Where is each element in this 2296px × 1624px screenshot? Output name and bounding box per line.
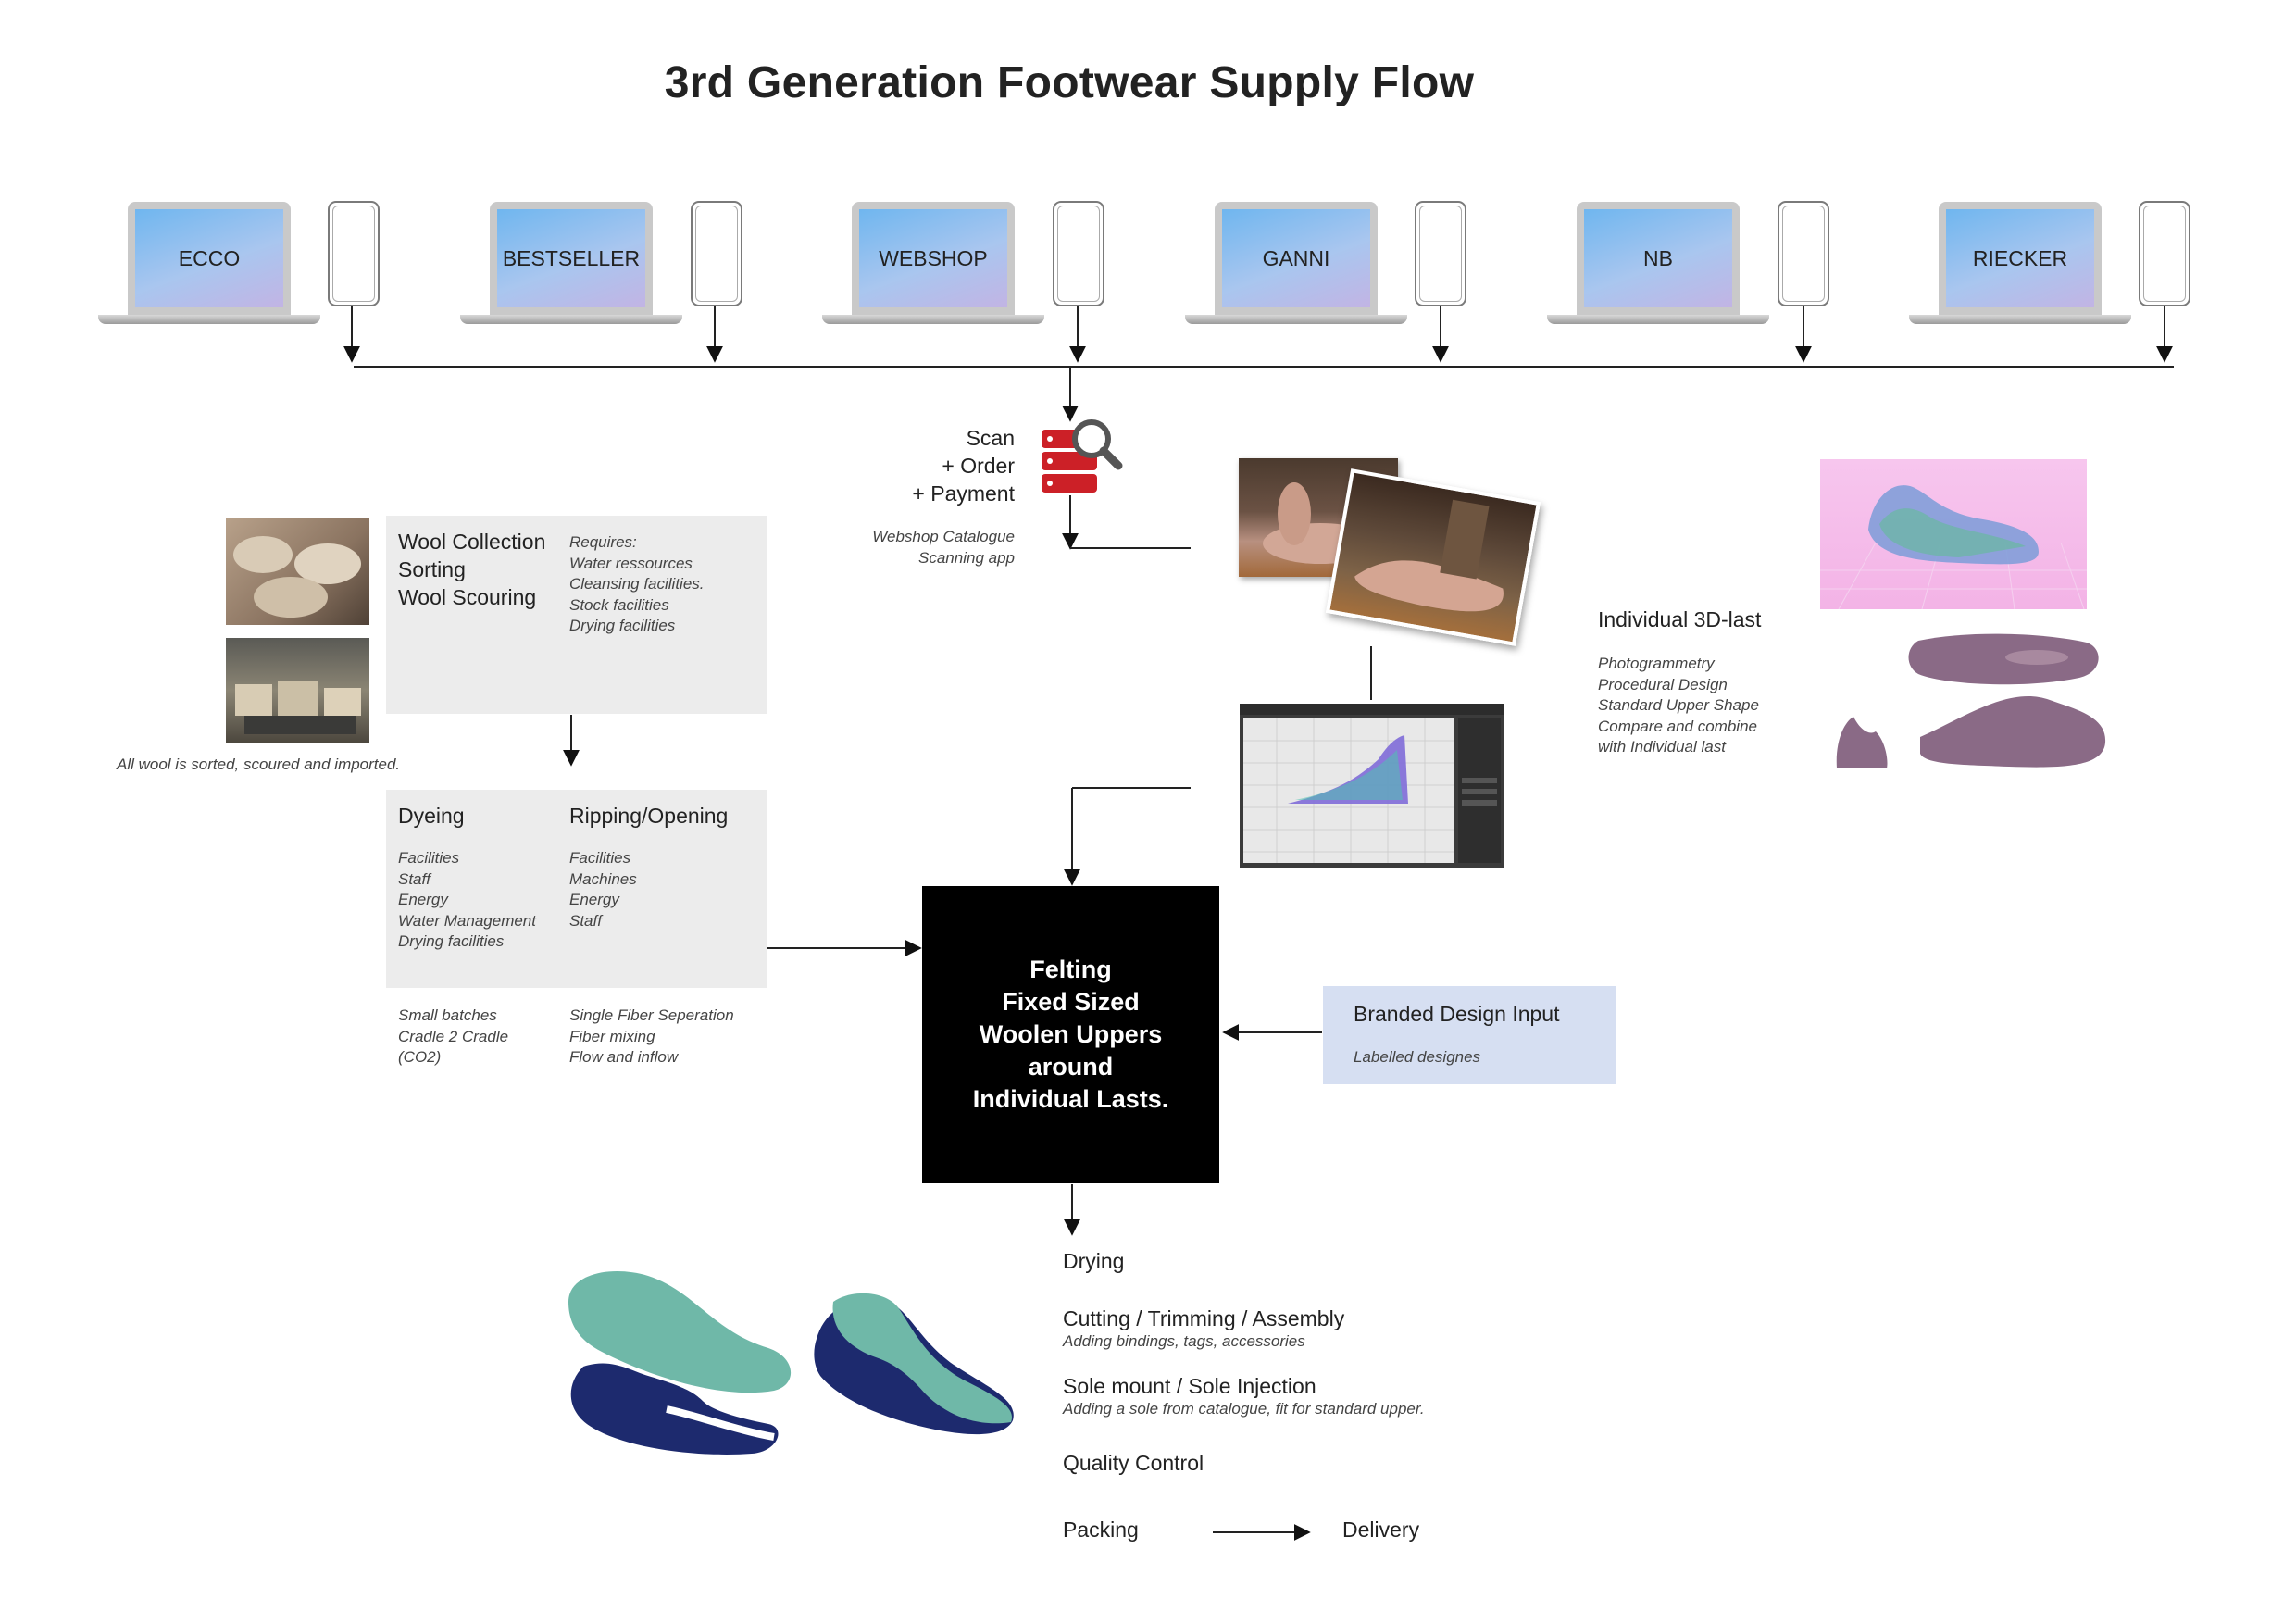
dyeing-title: Dyeing — [398, 804, 465, 828]
step-cutting-title: Cutting / Trimming / Assembly — [1063, 1306, 1345, 1330]
brand-label-ecco: ECCO — [135, 209, 283, 307]
cad-software-screenshot — [1240, 704, 1504, 868]
step-drying: Drying — [1063, 1249, 1125, 1273]
step-packing: Packing — [1063, 1518, 1139, 1542]
foot-photo-side — [1325, 468, 1541, 646]
branded-design-title: Branded Design Input — [1354, 1002, 1560, 1026]
step-cutting-sub: Adding bindings, tags, accessories — [1063, 1332, 1305, 1350]
wool-collection-box — [386, 516, 767, 714]
step-sole-title: Sole mount / Sole Injection — [1063, 1374, 1316, 1398]
scan-order-label: Scan + Order + Payment — [912, 426, 1015, 506]
phone-icon — [1778, 201, 1829, 306]
brand-label-bestseller: BESTSELLER — [497, 209, 645, 307]
3d-last-title: Individual 3D-last — [1598, 607, 1762, 631]
phone-icon — [328, 201, 380, 306]
3d-last-notes: Photogrammetry Procedural Design Standar… — [1598, 655, 1759, 756]
brand-label-webshop: WEBSHOP — [859, 209, 1007, 307]
brand-label-ganni: GANNI — [1222, 209, 1370, 307]
laptop-nb: NB — [1547, 202, 1769, 331]
phone-icon — [1415, 201, 1466, 306]
wool-warehouse-photo — [226, 638, 369, 743]
step-quality-control: Quality Control — [1063, 1451, 1204, 1475]
phone-icon — [2139, 201, 2190, 306]
wool-requirements: Requires: Water ressources Cleansing fac… — [569, 533, 705, 634]
felting-box: Felting Fixed Sized Woolen Uppers around… — [922, 886, 1219, 1183]
laptop-bestseller: BESTSELLER — [460, 202, 682, 331]
laptop-ganni: GANNI — [1185, 202, 1407, 331]
ripping-title: Ripping/Opening — [569, 804, 729, 828]
dyeing-items: Facilities Staff Energy Water Management… — [398, 849, 536, 950]
brand-label-nb: NB — [1584, 209, 1732, 307]
wool-steps: Wool Collection Sorting Wool Scouring — [398, 530, 546, 609]
ripping-notes: Single Fiber Seperation Fiber mixing Flo… — [569, 1006, 734, 1066]
step-delivery: Delivery — [1342, 1518, 1420, 1542]
ripping-items: Facilities Machines Energy Staff — [569, 849, 637, 930]
step-sole-sub: Adding a sole from catalogue, fit for st… — [1063, 1400, 1425, 1418]
last-parts-render — [1836, 633, 2106, 768]
wool-caption: All wool is sorted, scoured and imported… — [117, 756, 401, 773]
brand-label-riecker: RIECKER — [1946, 209, 2094, 307]
dyeing-notes: Small batches Cradle 2 Cradle (CO2) — [398, 1006, 509, 1066]
server-search-icon — [1042, 419, 1123, 493]
page-title: 3rd Generation Footwear Supply Flow — [664, 58, 1475, 107]
laptop-ecco: ECCO — [98, 202, 320, 331]
scan-notes: Webshop Catalogue Scanning app — [872, 528, 1015, 567]
branded-design-sub: Labelled designes — [1354, 1048, 1481, 1066]
sheep-photo — [226, 518, 369, 625]
phone-icon — [691, 201, 742, 306]
laptop-riecker: RIECKER — [1909, 202, 2131, 331]
felted-slipper-render — [568, 1271, 1014, 1455]
3d-last-render — [1820, 459, 2087, 609]
dyeing-ripping-box — [386, 790, 767, 988]
branded-design-box — [1323, 986, 1616, 1084]
laptop-webshop: WEBSHOP — [822, 202, 1044, 331]
phone-icon — [1053, 201, 1104, 306]
